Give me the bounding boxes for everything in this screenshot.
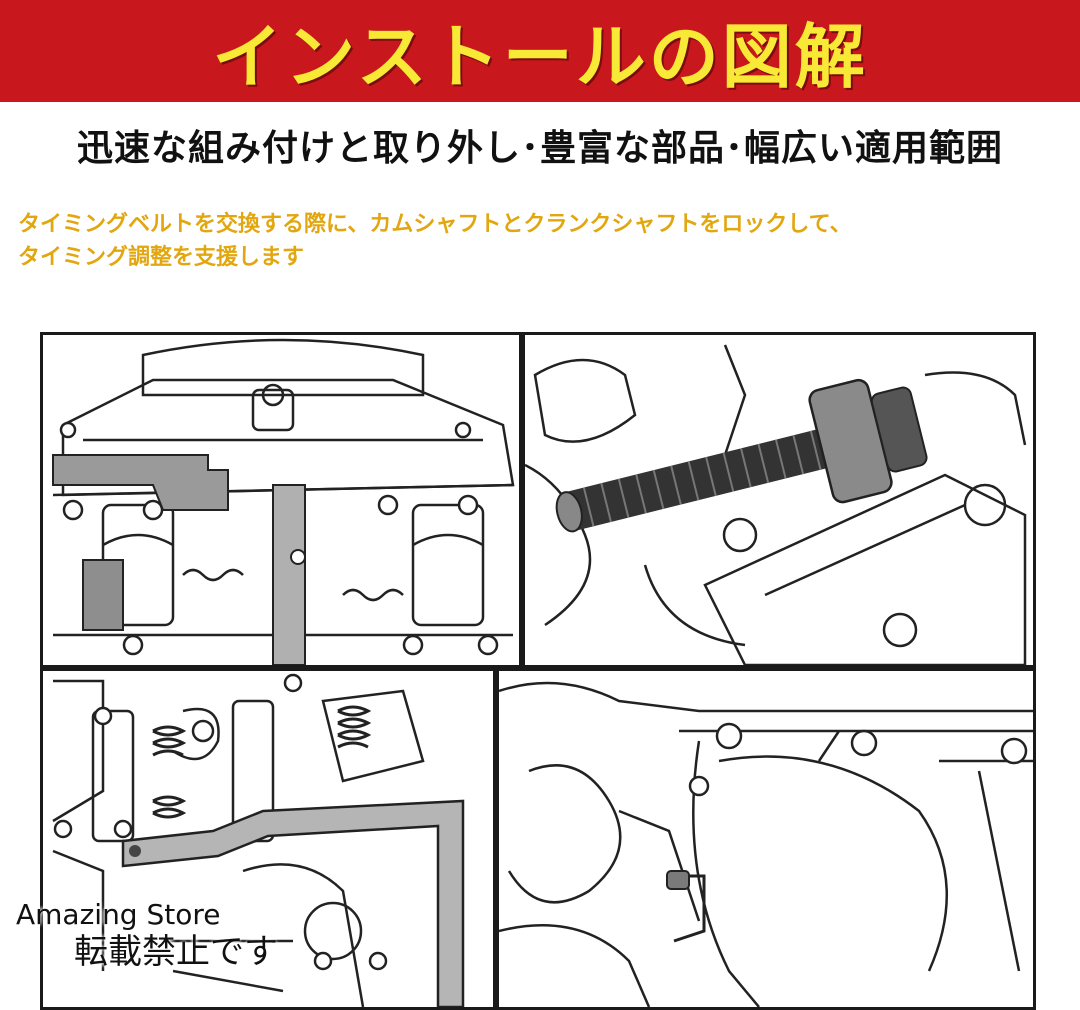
engine-camshaft-illustration (52, 338, 515, 665)
figure-valvetrain-lock-bar (40, 668, 496, 1010)
watermark-notice: 転載禁止です (74, 932, 278, 972)
description-line-2: タイミング調整を支援します (18, 245, 305, 270)
engine-valvetrain-illustration (52, 673, 465, 1007)
description: タイミングベルトを交換する際に、カムシャフトとクランクシャフトをロックして、 タ… (18, 208, 1068, 274)
figure-crankshaft-pin (496, 668, 1036, 1010)
figure-bolt-closeup (522, 332, 1036, 668)
threaded-bolt-illustration (525, 344, 1027, 665)
figure-camshaft-lock (40, 332, 522, 668)
description-line-1: タイミングベルトを交換する際に、カムシャフトとクランクシャフトをロックして、 (18, 212, 852, 237)
page-title: インストールの図解 (212, 15, 868, 98)
watermark-store-name: Amazing Store (16, 898, 221, 931)
crankcase-illustration (499, 681, 1033, 1007)
title-banner: インストールの図解 (0, 0, 1080, 102)
feature-subtitle: 迅速な組み付けと取り外し･豊富な部品･幅広い適用範囲 (76, 128, 1003, 169)
watermark: Amazing Store 転載禁止です (16, 898, 278, 972)
